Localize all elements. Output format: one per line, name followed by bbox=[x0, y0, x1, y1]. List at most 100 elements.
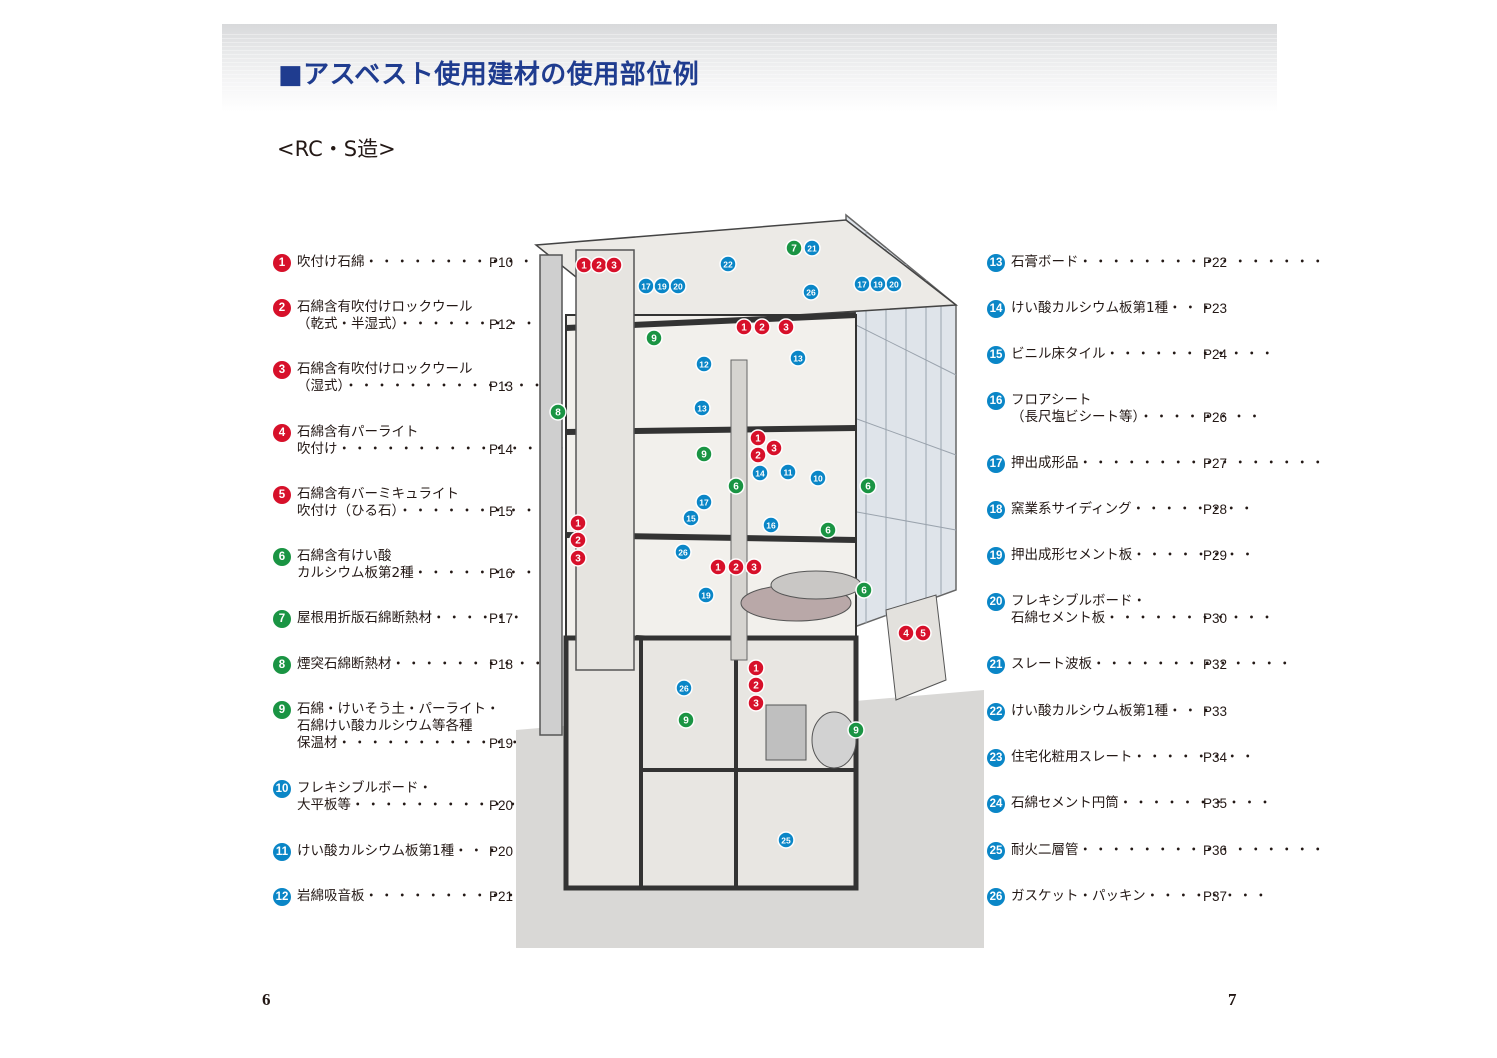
legend-page-ref: P20 bbox=[488, 844, 513, 859]
marker-number: 14 bbox=[755, 469, 765, 479]
legend-number: 2 bbox=[273, 299, 291, 317]
marker-badge: 9 bbox=[847, 721, 865, 739]
marker-badge: 9 bbox=[645, 329, 663, 347]
legend-page-ref: P33 bbox=[1202, 704, 1227, 719]
marker-number: 2 bbox=[575, 536, 581, 547]
legend-label: 石綿セメント円筒・・・・・・・・・・ bbox=[1011, 795, 1274, 811]
legend-page-ref: P26 bbox=[1202, 410, 1227, 425]
car bbox=[770, 570, 862, 600]
legend-label: 屋根用折版石綿断熱材・・・・・・ bbox=[297, 610, 525, 626]
legend-label: けい酸カルシウム板第1種・・・ bbox=[1011, 300, 1215, 316]
marker-badge: 17 bbox=[695, 493, 713, 511]
legend-page-ref: P18 bbox=[488, 657, 513, 672]
marker-number: 6 bbox=[865, 482, 871, 493]
marker-number: 1 bbox=[575, 519, 581, 530]
legend-label: ビニル床タイル・・・・・・・・・・・ bbox=[1011, 346, 1276, 362]
marker-number: 6 bbox=[733, 482, 739, 493]
marker-badge: 14 bbox=[751, 464, 769, 482]
marker-badge: 6 bbox=[819, 521, 837, 539]
basement bbox=[563, 635, 859, 891]
marker-badge: 9 bbox=[695, 445, 713, 463]
legend-page-ref: P37 bbox=[1202, 889, 1227, 904]
legend-number: 19 bbox=[987, 547, 1005, 565]
marker-badge: 3 bbox=[569, 549, 587, 567]
legend-page-ref: P12 bbox=[488, 317, 513, 332]
legend-number: 5 bbox=[273, 486, 291, 504]
boiler bbox=[765, 704, 807, 761]
legend-label: カルシウム板第2種・・・・・・・・・ bbox=[297, 565, 554, 581]
marker-badge: 2 bbox=[749, 446, 767, 464]
legend-label: （乾式・半湿式）・・・・・・・・・・・・ bbox=[297, 316, 585, 332]
marker-badge: 2 bbox=[753, 318, 771, 336]
marker-badge: 6 bbox=[859, 477, 877, 495]
legend-page-ref: P17 bbox=[488, 611, 513, 626]
marker-number: 26 bbox=[679, 684, 689, 694]
marker-number: 1 bbox=[741, 323, 747, 334]
marker-number: 10 bbox=[813, 474, 823, 484]
marker-number: 3 bbox=[751, 563, 757, 574]
page-title: ■アスベスト使用建材の使用部位例 bbox=[278, 60, 700, 90]
legend-page-ref: P14 bbox=[488, 442, 513, 457]
marker-number: 9 bbox=[651, 334, 657, 345]
marker-badge: 26 bbox=[675, 679, 693, 697]
legend-page-ref: P19 bbox=[488, 736, 513, 751]
marker-number: 17 bbox=[699, 498, 709, 508]
legend-label: 石綿セメント板・・・・・・・・・・・ bbox=[1011, 610, 1276, 626]
marker-badge: 13 bbox=[693, 399, 711, 417]
marker-number: 3 bbox=[771, 444, 777, 455]
legend-label: 煙突石綿断熱材・・・・・・・・・・・ bbox=[297, 656, 562, 672]
legend-page-ref: P30 bbox=[1202, 611, 1227, 626]
legend-number: 23 bbox=[987, 749, 1005, 767]
marker-badge: 1 bbox=[709, 558, 727, 576]
marker-number: 13 bbox=[697, 404, 707, 414]
marker-number: 19 bbox=[873, 280, 883, 290]
legend-label: 吹付け（ひる石）・・・・・・・・・・・ bbox=[297, 503, 569, 519]
legend-page-ref: P32 bbox=[1202, 657, 1227, 672]
legend-number: 18 bbox=[987, 501, 1005, 519]
marker-number: 1 bbox=[581, 261, 587, 272]
marker-badge: 19 bbox=[697, 586, 715, 604]
marker-number: 13 bbox=[793, 354, 803, 364]
legend-number: 7 bbox=[273, 610, 291, 628]
marker-number: 2 bbox=[733, 563, 739, 574]
legend-page-ref: P23 bbox=[1202, 301, 1227, 316]
marker-number: 1 bbox=[755, 434, 761, 445]
legend-number: 6 bbox=[273, 548, 291, 566]
legend-label: 耐火二層管・・・・・・・・・・・・・・・・ bbox=[1011, 842, 1327, 858]
marker-number: 22 bbox=[723, 260, 733, 270]
marker-number: 17 bbox=[857, 280, 867, 290]
legend-label: 石綿含有吹付けロックウール bbox=[297, 299, 473, 315]
legend-number: 4 bbox=[273, 424, 291, 442]
marker-badge: 17 bbox=[853, 275, 871, 293]
legend-label: ガスケット・パッキン・・・・・・・・ bbox=[1011, 888, 1270, 904]
marker-badge: 5 bbox=[914, 624, 932, 642]
legend-page-ref: P27 bbox=[1202, 456, 1227, 471]
marker-number: 8 bbox=[555, 408, 561, 419]
marker-number: 12 bbox=[699, 360, 709, 370]
marker-number: 1 bbox=[715, 563, 721, 574]
tank bbox=[811, 711, 857, 769]
marker-number: 9 bbox=[683, 716, 689, 727]
marker-badge: 8 bbox=[549, 403, 567, 421]
marker-number: 17 bbox=[641, 282, 651, 292]
legend-label: 石綿含有吹付けロックウール bbox=[297, 361, 473, 377]
chimney bbox=[539, 254, 563, 736]
page-number-left: 6 bbox=[262, 990, 271, 1009]
marker-badge: 7 bbox=[785, 239, 803, 257]
legend-number: 11 bbox=[273, 843, 291, 861]
marker-number: 11 bbox=[784, 468, 793, 478]
marker-badge: 12 bbox=[695, 355, 713, 373]
marker-badge: 3 bbox=[777, 318, 795, 336]
marker-badge: 11 bbox=[779, 463, 797, 481]
marker-number: 3 bbox=[753, 699, 759, 710]
marker-badge: 2 bbox=[727, 558, 745, 576]
column bbox=[730, 359, 748, 661]
marker-badge: 1 bbox=[747, 659, 765, 677]
legend-number: 22 bbox=[987, 703, 1005, 721]
marker-badge: 20 bbox=[669, 277, 687, 295]
legend-number: 13 bbox=[987, 254, 1005, 272]
marker-badge: 20 bbox=[885, 275, 903, 293]
legend-number: 17 bbox=[987, 455, 1005, 473]
marker-badge: 17 bbox=[637, 277, 655, 295]
